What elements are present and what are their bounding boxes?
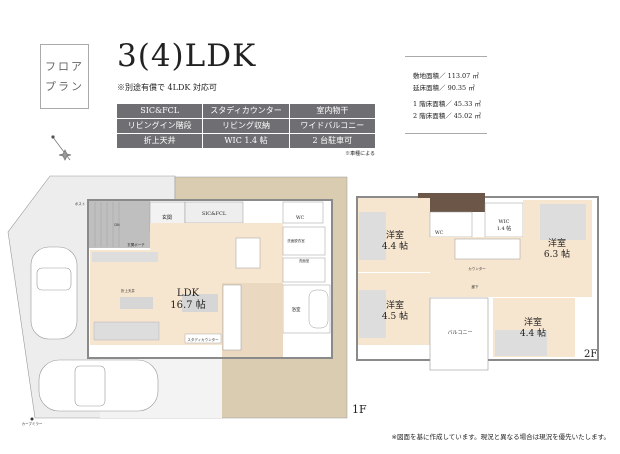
stairs-1f <box>235 237 261 269</box>
hall-label: 廊下 <box>472 284 480 289</box>
wc-1f <box>282 201 324 224</box>
room3-size: 6.3 帖 <box>544 248 570 260</box>
floor-plan-label-line1: フロア <box>45 59 84 73</box>
floor2-area: 2 階床面積／ 45.02 ㎡ <box>413 112 481 120</box>
wic <box>484 202 524 238</box>
feature-badge: リビングイン階段 <box>117 119 203 133</box>
laundry <box>282 257 326 283</box>
room4-size: 4.4 帖 <box>520 327 546 339</box>
feature-badge: リビング収納 <box>203 119 289 133</box>
feature-badge: ワイドバルコニー <box>289 119 375 133</box>
kitchen-counter <box>222 284 242 351</box>
washroom <box>282 226 326 256</box>
room2-size: 4.5 帖 <box>382 310 408 322</box>
page-title: 3(4)LDK <box>117 38 257 74</box>
area-info: 敷地面積／ 113.07 ㎡ 延床面積／ 90.35 ㎡ 1 階床面積／ 45.… <box>405 56 487 134</box>
dn-label: DN <box>114 223 120 227</box>
ldk-size: 16.7 帖 <box>170 298 205 311</box>
ceiling-label: 折上天井 <box>121 288 135 293</box>
porch-label: 玄関ポーチ <box>127 242 145 247</box>
subtitle: ※別途有償で 4LDK 対応可 <box>117 83 217 92</box>
total-floor-area: 延床面積／ 90.35 ㎡ <box>413 84 475 92</box>
room1-name: 洋室 <box>386 229 404 241</box>
table <box>120 297 153 309</box>
curve-mirror-label: カーブミラー <box>22 421 43 426</box>
floor2-label: 2F <box>584 349 598 360</box>
floor1-label: 1F <box>352 403 367 416</box>
laundry-label: 洗面室 <box>299 258 310 263</box>
room3-name: 洋室 <box>548 237 566 249</box>
sofa <box>93 321 160 341</box>
study-counter <box>184 333 222 344</box>
feature-badge: 2 台駐車可 <box>289 134 375 148</box>
washroom-label: 洗面脱衣室 <box>287 238 305 243</box>
wc-label: WC <box>296 215 305 221</box>
roof <box>418 193 485 212</box>
wc-2f <box>429 211 473 238</box>
entrance-label: 玄関 <box>162 214 172 221</box>
room1-size: 4.4 帖 <box>382 240 408 252</box>
dining-table <box>182 294 218 312</box>
bed-icon <box>359 212 386 260</box>
footnote: ※図面を基に作成しています。現況と異なる場合は現況を優先いたします。 <box>391 433 610 441</box>
ldk-label: LDK <box>177 288 200 299</box>
wic-size: 1.4 帖 <box>497 225 512 232</box>
compass-icon <box>51 135 72 161</box>
room2-name: 洋室 <box>386 299 404 311</box>
parking-area <box>175 358 222 418</box>
features-note: ※車種による <box>345 151 375 157</box>
feature-badge: WIC 1.4 帖 <box>203 134 289 148</box>
feature-badge: SIC&FCL <box>117 104 203 118</box>
feature-badge: 室内物干 <box>289 104 375 118</box>
feature-badge: スタディカウンター <box>203 104 289 118</box>
post-label: ポスト <box>75 201 86 206</box>
site-area: 敷地面積／ 113.07 ㎡ <box>413 72 479 80</box>
tv-board <box>92 252 158 262</box>
study-counter-label: スタディカウンター <box>187 337 219 342</box>
room4-name: 洋室 <box>524 316 542 328</box>
bed-icon <box>495 330 547 356</box>
bed-icon <box>359 290 386 338</box>
wc-2f-label: WC <box>435 230 444 236</box>
counter-label: カウンター <box>468 266 486 271</box>
car-icon <box>30 246 159 412</box>
floor1-area: 1 階床面積／ 45.33 ㎡ <box>413 100 481 108</box>
floor-plan-label-box: フロア プラン <box>40 44 89 109</box>
bed-icon <box>540 204 586 240</box>
floor-plan-label-line2: プラン <box>45 79 84 93</box>
wic-name: WIC <box>499 219 510 225</box>
sic-label: SIC&FCL <box>202 211 227 217</box>
bathtub <box>308 289 329 329</box>
porch-stairs <box>89 201 150 248</box>
feature-grid: SIC&FCL スタディカウンター 室内物干 リビングイン階段 リビング収納 ワ… <box>117 104 375 148</box>
balcony-label: バルコニー <box>448 330 473 336</box>
feature-badge: 折上天井 <box>117 134 203 148</box>
stairs-2f <box>454 238 521 260</box>
bath-label: 浴室 <box>292 306 301 313</box>
balcony <box>429 297 489 371</box>
curve-mirror-icon <box>30 417 34 421</box>
